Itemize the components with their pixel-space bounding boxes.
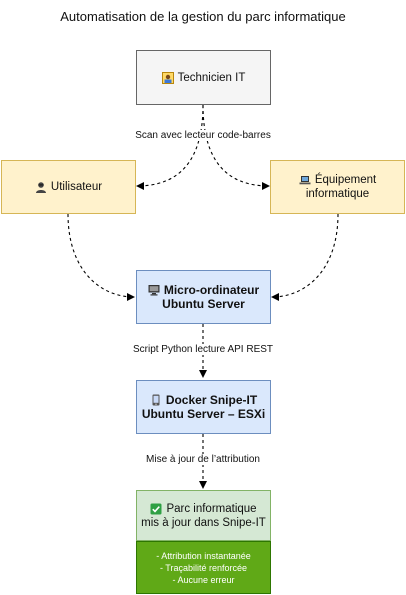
equipment-label-line2: informatique bbox=[305, 188, 370, 200]
docker-label-line2: Ubuntu Server – ESXi bbox=[141, 407, 266, 421]
edge-label-script: Script Python lecture API REST bbox=[131, 344, 275, 355]
node-parc: Parc informatique mis à jour dans Snipe-… bbox=[136, 490, 271, 541]
check-icon bbox=[150, 503, 162, 514]
edge-tech-to-equipment bbox=[202, 104, 270, 190]
node-micro: Micro-ordinateur Ubuntu Server bbox=[136, 270, 271, 324]
computer-icon bbox=[148, 285, 160, 296]
equipment-label-line1: Équipement bbox=[314, 174, 377, 186]
docker-label-line1: Docker Snipe-IT bbox=[165, 393, 258, 407]
result-box: - Attribution instantanée - Traçabilité … bbox=[136, 541, 271, 594]
micro-label-line1: Micro-ordinateur bbox=[163, 283, 260, 297]
parc-label-line1: Parc informatique bbox=[166, 502, 257, 515]
user-label: Utilisateur bbox=[50, 181, 103, 193]
result-item: - Attribution instantanée bbox=[156, 550, 251, 561]
edge-tech-to-user bbox=[136, 104, 204, 190]
edge-equipment-to-micro bbox=[271, 213, 339, 301]
node-equipment: Équipement informatique bbox=[270, 160, 405, 214]
edge-label-update: Mise à jour de l’attribution bbox=[145, 454, 261, 465]
parc-label-line2: mis à jour dans Snipe-IT bbox=[141, 516, 266, 529]
edge-label-scan: Scan avec lecteur code-barres bbox=[134, 130, 272, 141]
laptop-icon bbox=[299, 176, 311, 185]
technician-label: Technicien IT bbox=[177, 71, 246, 84]
diagram-title: Automatisation de la gestion du parc inf… bbox=[60, 9, 346, 24]
technician-icon bbox=[161, 71, 174, 84]
node-technician: Technicien IT bbox=[136, 50, 271, 105]
device-icon bbox=[152, 394, 160, 406]
user-icon bbox=[35, 182, 46, 193]
result-item: - Aucune erreur bbox=[172, 574, 235, 585]
edge-user-to-micro bbox=[67, 213, 135, 301]
node-user: Utilisateur bbox=[1, 160, 136, 214]
micro-label-line2: Ubuntu Server bbox=[162, 297, 245, 311]
node-docker: Docker Snipe-IT Ubuntu Server – ESXi bbox=[136, 380, 271, 434]
result-item: - Traçabilité renforcée bbox=[159, 562, 248, 573]
